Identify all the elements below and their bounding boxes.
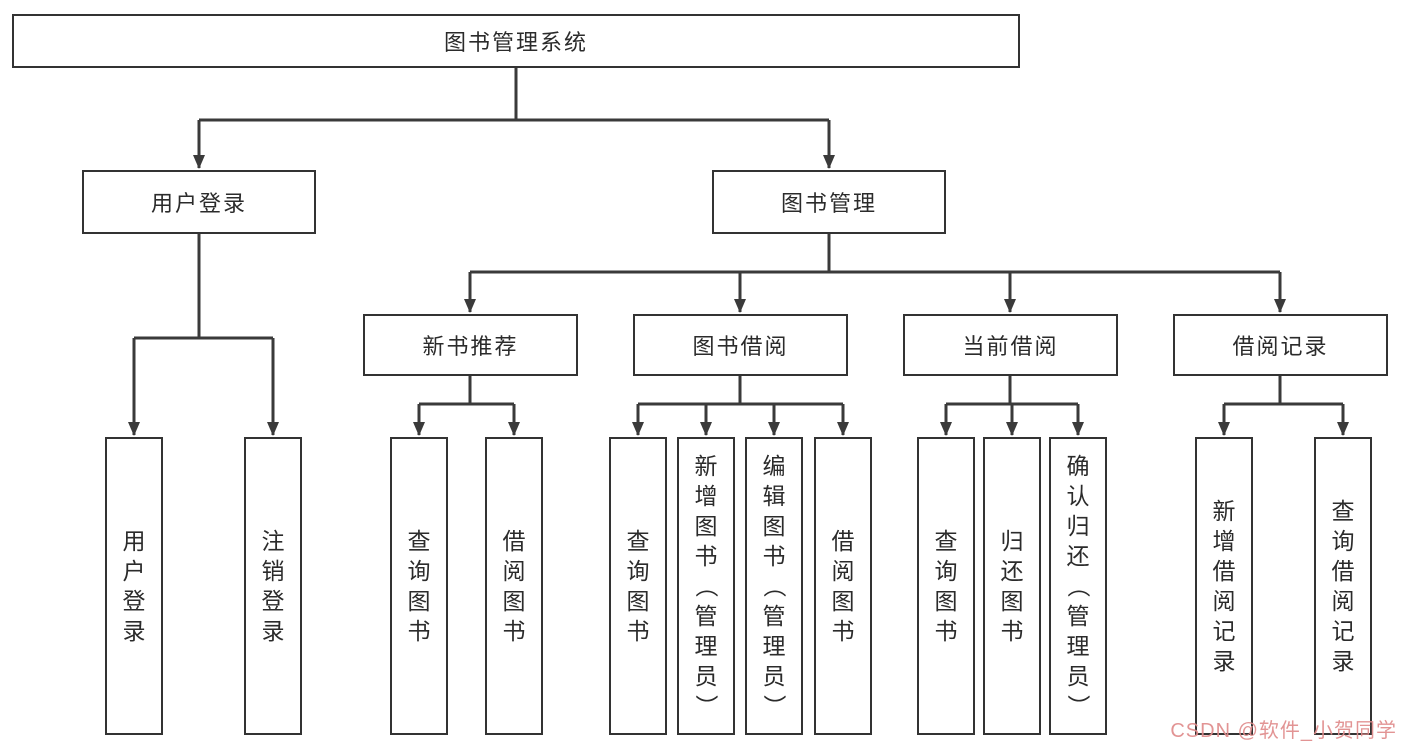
leaf-logout: 注销登录: [244, 437, 302, 735]
leaf-recommend-borrow-books-label: 借阅图书: [502, 528, 526, 644]
node-borrow-records: 借阅记录: [1173, 314, 1388, 376]
leaf-recommend-query-books: 查询图书: [390, 437, 448, 735]
leaf-user-login: 用户登录: [105, 437, 163, 735]
leaf-add-borrow-record: 新增借阅记录: [1195, 437, 1253, 735]
node-root-system: 图书管理系统: [12, 14, 1020, 68]
node-user-login: 用户登录: [82, 170, 316, 234]
leaf-add-books-admin-label: 新增图书（管理员）: [693, 453, 719, 718]
leaf-confirm-return-admin-label: 确认归还（管理员）: [1065, 453, 1091, 718]
node-new-book-recommend: 新书推荐: [363, 314, 578, 376]
leaf-borrow-books: 借阅图书: [814, 437, 872, 735]
leaf-add-borrow-record-label: 新增借阅记录: [1212, 498, 1236, 674]
node-current-borrow: 当前借阅: [903, 314, 1118, 376]
leaf-query-borrow-record: 查询借阅记录: [1314, 437, 1372, 735]
leaf-confirm-return-admin: 确认归还（管理员）: [1049, 437, 1107, 735]
leaf-edit-books-admin: 编辑图书（管理员）: [745, 437, 803, 735]
leaf-return-books: 归还图书: [983, 437, 1041, 735]
leaf-recommend-borrow-books: 借阅图书: [485, 437, 543, 735]
leaf-borrow-query-books: 查询图书: [609, 437, 667, 735]
leaf-return-books-label: 归还图书: [1000, 528, 1024, 644]
leaf-borrow-query-books-label: 查询图书: [626, 528, 650, 644]
leaf-current-query-books: 查询图书: [917, 437, 975, 735]
leaf-logout-label: 注销登录: [261, 528, 285, 644]
leaf-add-books-admin: 新增图书（管理员）: [677, 437, 735, 735]
leaf-current-query-books-label: 查询图书: [934, 528, 958, 644]
node-book-borrow: 图书借阅: [633, 314, 848, 376]
leaf-recommend-query-books-label: 查询图书: [407, 528, 431, 644]
leaf-query-borrow-record-label: 查询借阅记录: [1331, 498, 1355, 674]
leaf-user-login-label: 用户登录: [122, 528, 146, 644]
leaf-edit-books-admin-label: 编辑图书（管理员）: [761, 453, 787, 718]
leaf-borrow-books-label: 借阅图书: [831, 528, 855, 644]
csdn-watermark: CSDN @软件_小贺同学: [1170, 720, 1397, 742]
node-book-management: 图书管理: [712, 170, 946, 234]
